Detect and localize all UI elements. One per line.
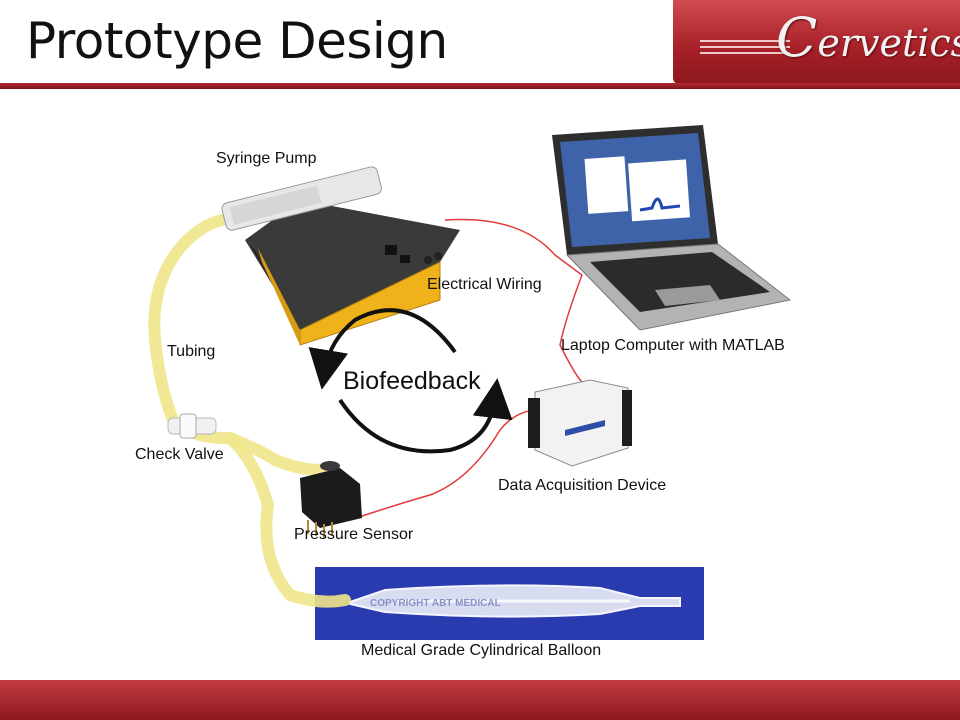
label-pressure-sensor: Pressure Sensor bbox=[294, 526, 414, 543]
footer-bar bbox=[0, 680, 960, 720]
balloon-watermark: COPYRIGHT ABT MEDICAL bbox=[370, 598, 501, 609]
title-rule bbox=[0, 83, 960, 89]
label-check-valve: Check Valve bbox=[135, 446, 224, 463]
label-balloon: Medical Grade Cylindrical Balloon bbox=[361, 642, 602, 659]
daq-device-image bbox=[528, 379, 632, 467]
biofeedback-arrow-bottom bbox=[338, 378, 513, 454]
sensor-wiring bbox=[349, 408, 556, 521]
electrical-wiring bbox=[444, 218, 583, 383]
balloon-image bbox=[315, 567, 704, 640]
label-syringe-pump: Syringe Pump bbox=[216, 150, 317, 167]
brand-logo: Cervetics bbox=[776, 6, 960, 69]
laptop-image bbox=[552, 125, 792, 331]
biofeedback-arrow-top bbox=[308, 308, 457, 390]
label-electrical-wiring: Electrical Wiring bbox=[427, 276, 542, 293]
brand-logo-lines bbox=[700, 40, 790, 58]
label-biofeedback: Biofeedback bbox=[343, 367, 481, 395]
brand-logo-initial: C bbox=[776, 6, 818, 69]
syringe-pump-image bbox=[221, 166, 460, 346]
slide-title: Prototype Design bbox=[26, 12, 448, 70]
pressure-sensor-image bbox=[300, 461, 362, 538]
brand-logo-box bbox=[673, 0, 960, 84]
label-tubing: Tubing bbox=[167, 343, 216, 360]
label-laptop: Laptop Computer with MATLAB bbox=[561, 337, 785, 354]
check-valve-image bbox=[167, 413, 217, 439]
brand-logo-text: ervetics bbox=[817, 21, 960, 65]
label-daq: Data Acquisition Device bbox=[498, 477, 667, 494]
